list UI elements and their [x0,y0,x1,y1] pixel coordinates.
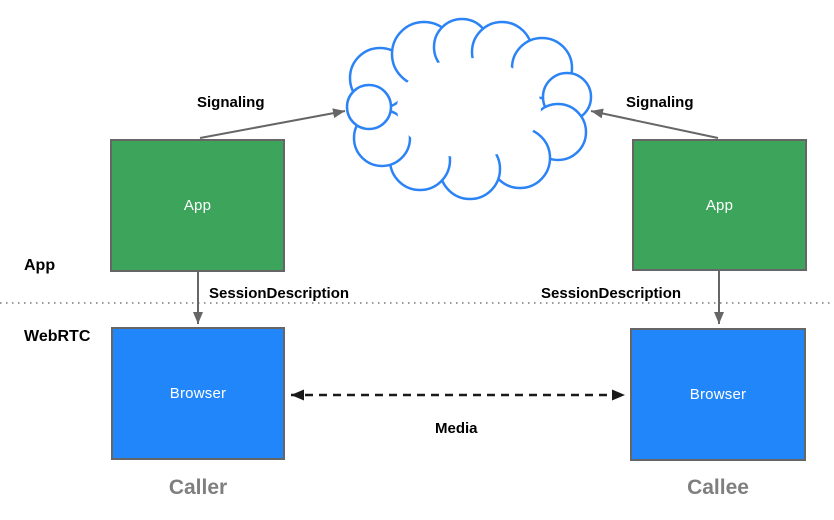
signaling-label-left: Signaling [197,94,265,111]
callee-browser-label: Browser [689,386,747,403]
caller-app-label: App [183,197,212,214]
callee-app-node: App [632,139,807,271]
session-description-label-right: SessionDescription [541,285,682,302]
signaling-label-right: Signaling [626,94,694,111]
media-label: Media [435,420,478,437]
caller-caption: Caller [168,476,228,499]
signaling-arrow-right [590,108,719,139]
app-layer-label: App [24,257,56,274]
session-description-label-left: SessionDescription [209,285,350,302]
callee-app-label: App [705,196,734,214]
caller-browser-node: Browser [111,327,285,460]
webrtc-layer-label: WebRTC [24,328,91,345]
caller-browser-label: Browser [169,385,227,402]
network-cloud-icon [345,17,593,201]
callee-browser-node: Browser [630,328,806,461]
callee-caption: Callee [687,476,749,499]
caller-app-node: App [110,139,285,272]
signaling-arrow-left [199,108,346,139]
